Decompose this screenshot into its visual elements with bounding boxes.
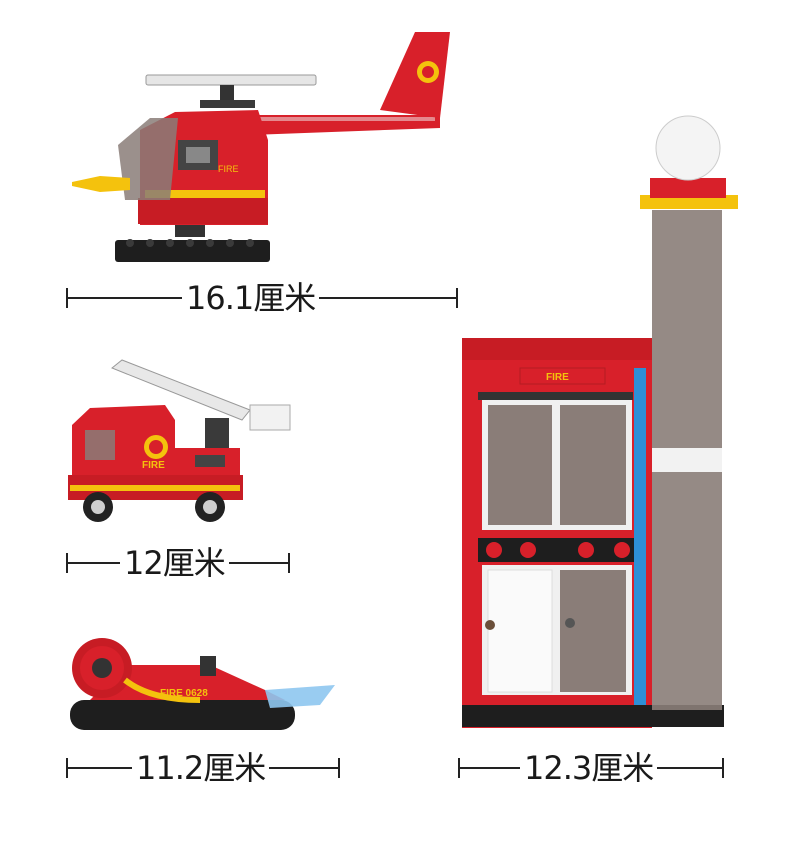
ladder-truck-model: FIRE — [68, 359, 291, 522]
helicopter-dimension: 16.1厘米 — [66, 278, 458, 318]
station-sticker: FIRE — [546, 372, 569, 383]
helicopter-model: FIRE — [72, 32, 450, 262]
hovercraft-sticker: FIRE 0628 — [160, 688, 208, 699]
ladder-truck-dimension-label: 12厘米 — [120, 543, 229, 583]
fire-station-dimension-label: 12.3厘米 — [520, 748, 658, 788]
hovercraft-dimension-label: 11.2厘米 — [132, 748, 270, 788]
helicopter-sticker: FIRE — [218, 164, 239, 174]
hovercraft-dimension: 11.2厘米 — [66, 748, 340, 788]
helicopter-dimension-label: 16.1厘米 — [182, 278, 320, 318]
ladder-truck-dimension: 12厘米 — [66, 543, 290, 583]
fire-station-model: FIRE — [462, 115, 738, 728]
hovercraft-model: FIRE 0628 — [70, 638, 335, 730]
truck-sticker: FIRE — [142, 460, 165, 471]
fire-station-dimension: 12.3厘米 — [458, 748, 724, 788]
